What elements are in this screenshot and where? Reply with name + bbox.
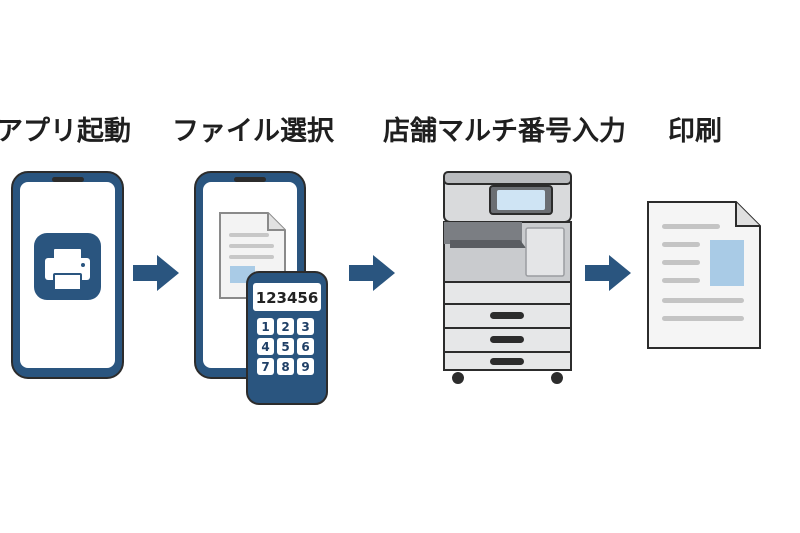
keypad-key: 6 — [297, 338, 314, 355]
arrow-right-icon — [349, 255, 395, 291]
tray-handle — [490, 358, 524, 365]
keypad-display: 123456 — [256, 289, 319, 307]
tray-handle — [490, 336, 524, 343]
multifunction-printer-icon — [443, 171, 572, 384]
arrow-right-icon — [585, 255, 631, 291]
panel-screen — [497, 190, 545, 210]
keypad-key-label: 3 — [301, 320, 309, 334]
step-title-print: 印刷 — [668, 116, 722, 147]
keypad-key: 8 — [277, 358, 294, 375]
keypad-key-label: 8 — [281, 360, 289, 374]
step-title-file-select: ファイル選択 — [172, 116, 334, 147]
keypad-key: 2 — [277, 318, 294, 335]
printer-app-icon — [34, 233, 101, 300]
step-title-app-launch: アプリ起動 — [0, 116, 131, 147]
keypad-key-label: 2 — [281, 320, 289, 334]
keypad-key: 4 — [257, 338, 274, 355]
arrow-right-icon — [133, 255, 179, 291]
tray-handle — [490, 312, 524, 319]
step-title-number-input: 店舗マルチ番号入力 — [383, 116, 626, 147]
keypad-key: 9 — [297, 358, 314, 375]
keypad-key-label: 4 — [261, 340, 269, 354]
keypad-key: 1 — [257, 318, 274, 335]
keypad-key: 3 — [297, 318, 314, 335]
keypad-key-label: 5 — [281, 340, 289, 354]
app-launch-phone-icon — [11, 171, 124, 379]
keypad-key: 5 — [277, 338, 294, 355]
keypad-key-label: 9 — [301, 360, 309, 374]
printed-document-icon — [647, 201, 761, 349]
keypad-key-label: 7 — [261, 360, 269, 374]
keypad-key: 7 — [257, 358, 274, 375]
keypad-key-label: 6 — [301, 340, 309, 354]
keypad-key-label: 1 — [261, 320, 269, 334]
